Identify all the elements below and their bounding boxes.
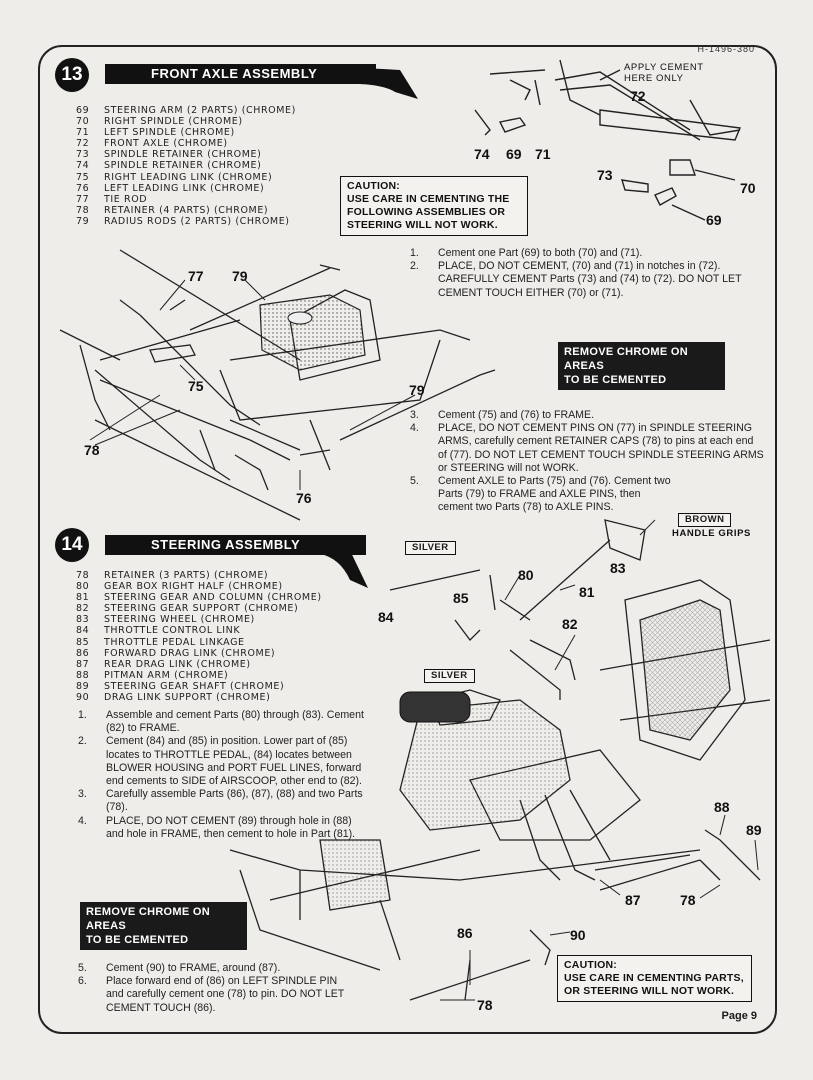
section-title-steering: STEERING ASSEMBLY (105, 535, 366, 555)
callout-78-right: 78 (680, 892, 696, 908)
callout-72: 72 (630, 88, 646, 104)
callout-83: 83 (610, 560, 626, 576)
callout-87: 87 (625, 892, 641, 908)
caution-box-14: CAUTION: USE CARE IN CEMENTING PARTS, OR… (557, 955, 752, 1002)
engine-block-drawing (400, 700, 570, 830)
apply-cement-note: APPLY CEMENT HERE ONLY (624, 62, 704, 84)
remove-chrome-box-13: REMOVE CHROME ON AREAS TO BE CEMENTED (558, 342, 725, 390)
leader-lines-13 (89, 279, 416, 490)
tag-brown: BROWN (678, 513, 732, 527)
step-item: 5.Cement (90) to FRAME, around (87). (78, 962, 281, 974)
callout-90: 90 (570, 927, 586, 943)
callout-80: 80 (518, 567, 534, 583)
steps-13a: 1.Cement one Part (69) to both (70) and … (410, 247, 760, 300)
callout-89: 89 (746, 822, 762, 838)
airscoop-drawing (399, 691, 471, 723)
steps-13b: 3.Cement (75) and (76) to FRAME. 4.PLACE… (410, 409, 765, 515)
seat-grid-drawing (640, 600, 730, 740)
callout-70: 70 (740, 180, 756, 196)
callout-82: 82 (562, 616, 578, 632)
document-number: H-1496-380 (697, 44, 755, 54)
callout-81: 81 (579, 584, 595, 600)
callout-76: 76 (296, 490, 312, 506)
page-frame (38, 45, 777, 1034)
callout-85: 85 (453, 590, 469, 606)
page-number: Page 9 (721, 1010, 757, 1022)
fuel-tank-drawing (259, 294, 366, 371)
callout-69: 69 (506, 146, 522, 162)
step-item: 6.Place forward end of (86) on LEFT SPIN… (78, 975, 345, 1014)
step-number-13: 13 (55, 58, 89, 92)
callout-79-lower: 79 (409, 382, 425, 398)
steps-14b: 5.Cement (90) to FRAME, around (87). 6.P… (78, 962, 350, 1015)
tag-silver-top: SILVER (405, 541, 456, 555)
callout-71: 71 (535, 146, 551, 162)
front-axle-frame-drawing (59, 249, 496, 521)
step-item: 2.PLACE, DO NOT CEMENT, (70) and (71) in… (410, 260, 742, 299)
step-item: 4.PLACE, DO NOT CEMENT PINS ON (77) in S… (410, 422, 764, 474)
callout-88: 88 (714, 799, 730, 815)
axle-detail-drawing (474, 59, 741, 221)
callout-86: 86 (457, 925, 473, 941)
step-item: 5.Cement AXLE to Parts (75) and (76). Ce… (410, 475, 671, 514)
section-title-front-axle: FRONT AXLE ASSEMBLY (105, 64, 376, 84)
steps-14a: 1.Assemble and cement Parts (80) through… (78, 709, 370, 841)
callout-78-bottom: 78 (477, 997, 493, 1013)
leader-lines-14 (440, 519, 759, 1001)
step-item: 1.Cement one Part (69) to both (70) and … (410, 247, 643, 259)
step-item: 1.Assemble and cement Parts (80) through… (78, 709, 364, 735)
handle-grips-note: HANDLE GRIPS (672, 528, 751, 539)
remove-chrome-box-14: REMOVE CHROME ON AREAS TO BE CEMENTED (80, 902, 247, 950)
callout-74: 74 (474, 146, 490, 162)
step-item: 3.Cement (75) and (76) to FRAME. (410, 409, 595, 421)
step-item: 2.Cement (84) and (85) in position. Lowe… (78, 735, 362, 788)
step-item: 3.Carefully assemble Parts (86), (87), (… (78, 788, 363, 814)
callout-77: 77 (188, 268, 204, 284)
step-number-14: 14 (55, 528, 89, 562)
caution-box-13: CAUTION: USE CARE IN CEMENTING THE FOLLO… (340, 176, 528, 236)
callout-75: 75 (188, 378, 204, 394)
callout-73: 73 (597, 167, 613, 183)
callout-78: 78 (84, 442, 100, 458)
callout-69-lower: 69 (706, 212, 722, 228)
callout-84: 84 (378, 609, 394, 625)
callout-79: 79 (232, 268, 248, 284)
step-item: 4.PLACE, DO NOT CEMENT (89) through hole… (78, 814, 356, 840)
tag-silver-bottom: SILVER (424, 669, 475, 683)
